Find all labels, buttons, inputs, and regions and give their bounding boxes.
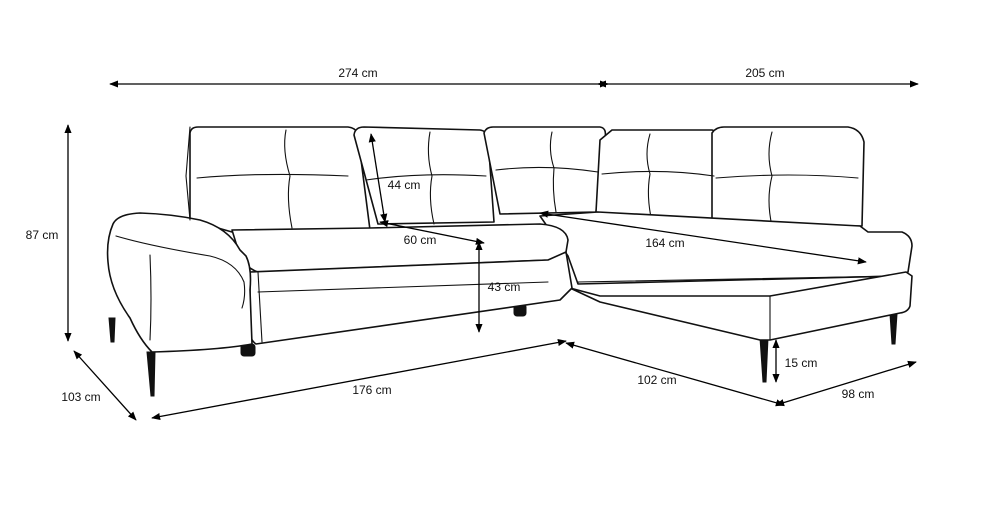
label-103: 103 cm [61,390,100,404]
dim-arrow-60 [379,220,485,245]
leg-chaise-front [759,337,769,383]
tufting-lines [196,129,859,229]
label-164: 164 cm [645,236,684,250]
backrest-chaise-left [595,129,721,225]
left-armrest [106,212,253,353]
dim-arrow-103 [73,350,137,421]
label-102: 102 cm [637,373,676,387]
dim-arrow-98 [775,360,917,407]
label-274: 274 cm [338,66,377,80]
dimension-arrows [64,80,919,421]
backrest-left [189,126,371,233]
dim-arrow-44 [368,133,388,223]
backrest-chaise-right [711,126,865,227]
leg-back-left [108,317,116,343]
chaise-base [569,271,913,341]
label-176: 176 cm [352,383,391,397]
label-43: 43 cm [488,280,521,294]
dimension-labels: 274 cm 205 cm 87 cm 103 cm 44 cm 60 cm 4… [26,66,875,404]
label-60: 60 cm [404,233,437,247]
label-44: 44 cm [388,178,421,192]
label-98: 98 cm [842,387,875,401]
dim-arrow-102 [565,341,785,407]
dim-arrow-164 [539,210,867,265]
label-87: 87 cm [26,228,59,242]
label-205: 205 cm [745,66,784,80]
leg-front-left [146,351,156,397]
dim-arrow-176 [151,338,567,421]
label-15: 15 cm [785,356,818,370]
leg-chaise-right [889,313,898,345]
